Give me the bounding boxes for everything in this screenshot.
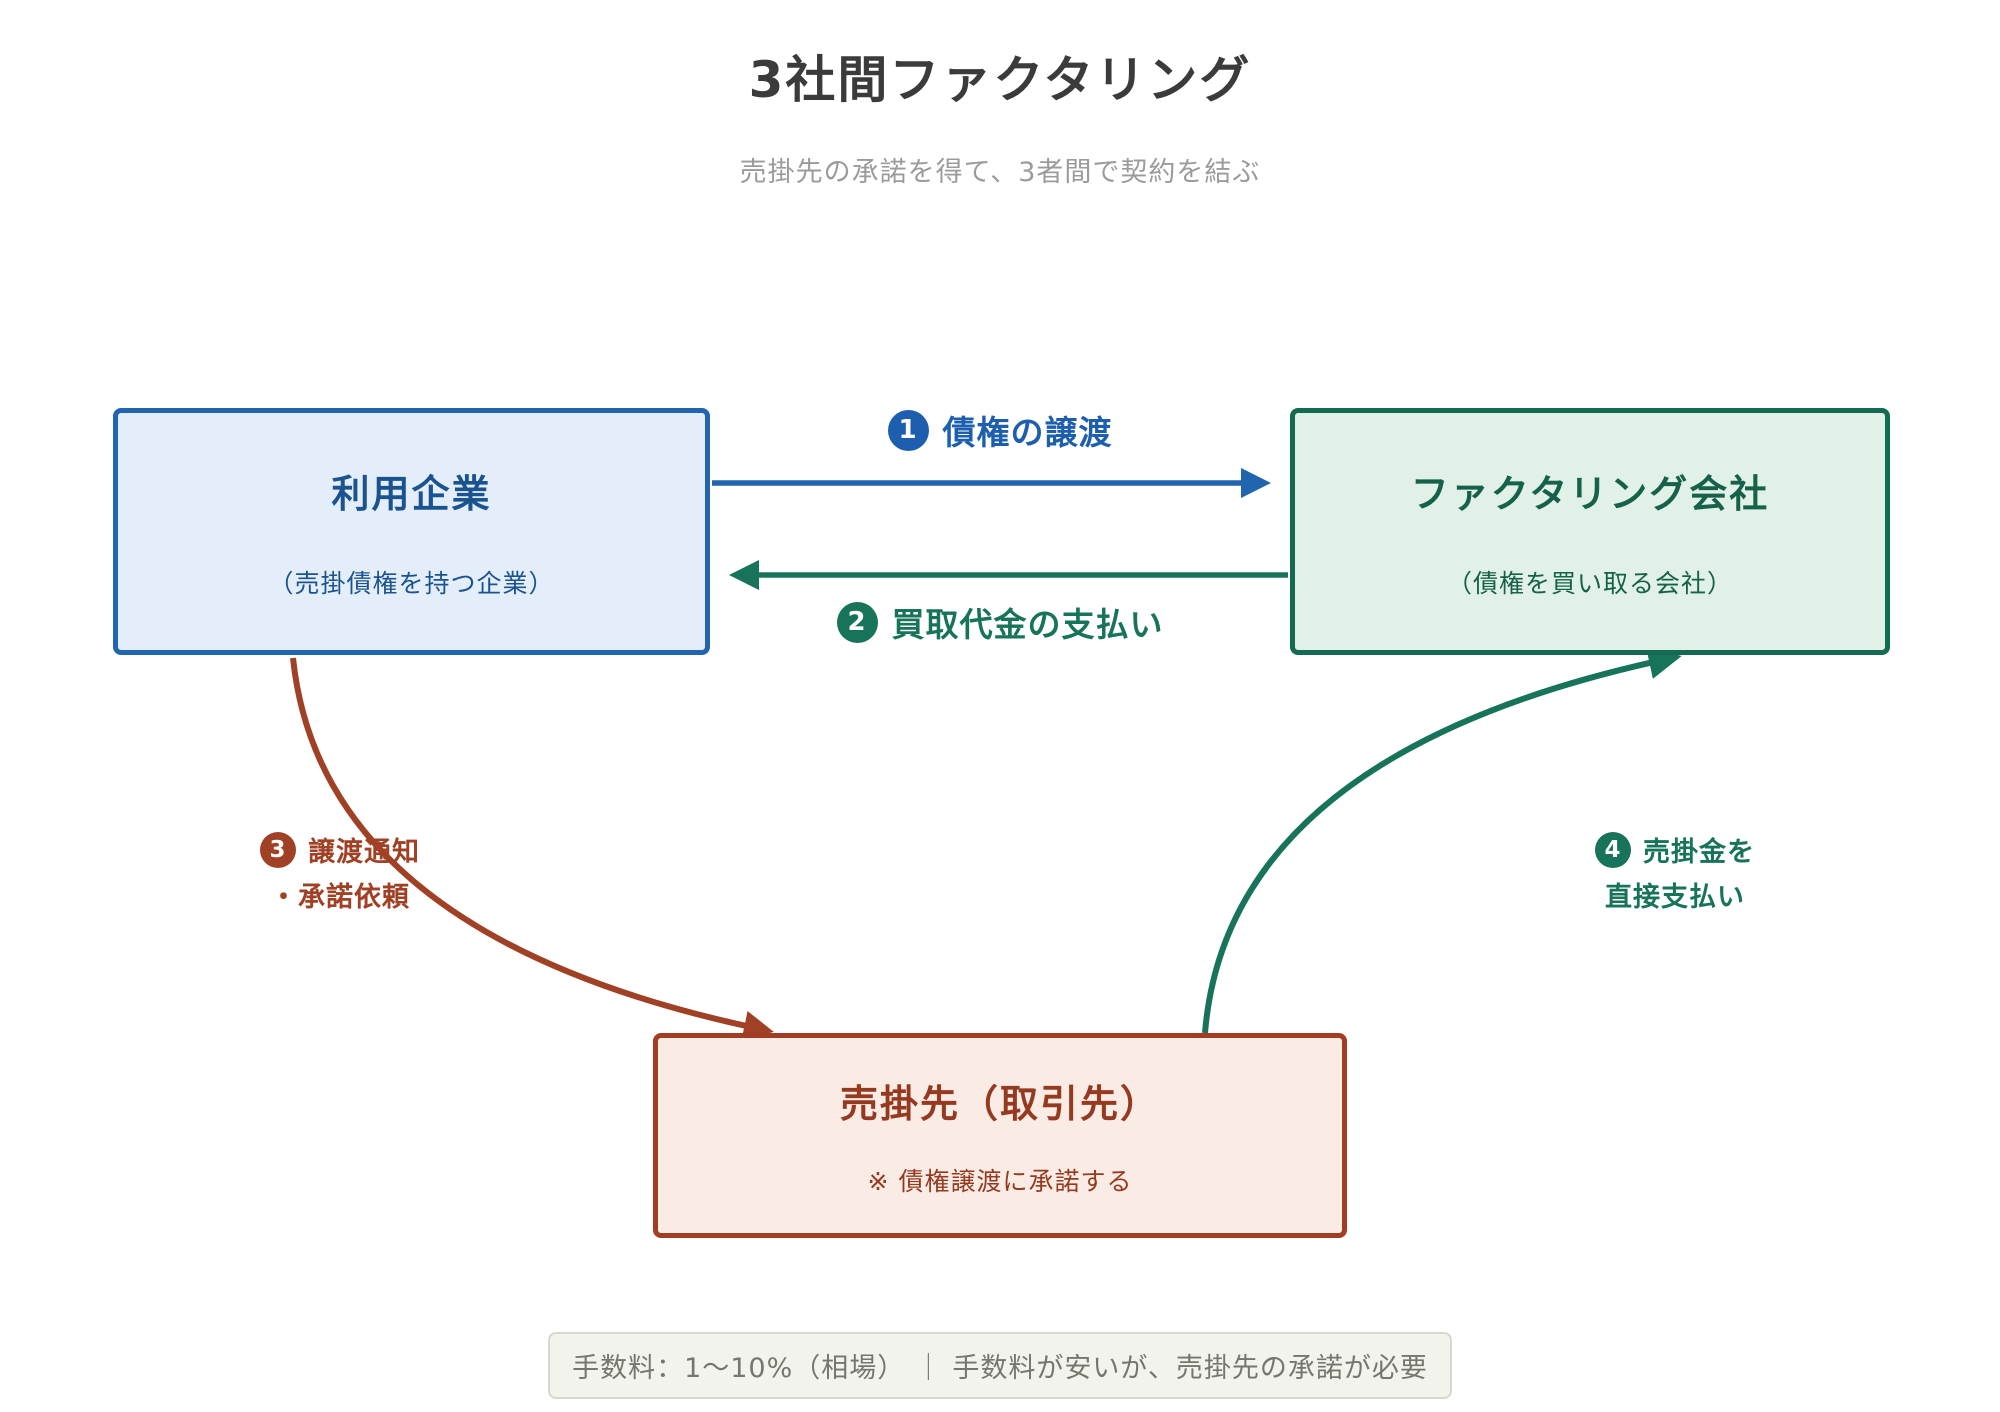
entity-box-factoring-company: ファクタリング会社 （債権を買い取る会社） <box>1290 408 1890 655</box>
flow-label-step2: 2 買取代金の支払い <box>712 598 1288 646</box>
step2-number-badge: 2 <box>836 601 878 643</box>
step3-label-line2: ・承諾依頼 <box>270 882 410 913</box>
page-subtitle: 売掛先の承諾を得て、3者間で契約を結ぶ <box>739 157 1261 188</box>
entity-box-debtor-company: 売掛先（取引先） ※ 債権譲渡に承諾する <box>653 1033 1347 1238</box>
flow-label-step3: 3 譲渡通知 ・承諾依頼 <box>220 830 460 914</box>
step2-label-text: 買取代金の支払い <box>891 605 1164 644</box>
entity-name: 売掛先（取引先） <box>839 1082 1160 1126</box>
page-title: 3社間ファクタリング <box>748 51 1252 109</box>
step4-number-badge: 4 <box>1595 831 1631 868</box>
arrow-step4-direct-payment <box>1202 646 1682 1034</box>
entity-name: ファクタリング会社 <box>1410 472 1770 516</box>
footer-note-wrapper: 手数料：1〜10%（相場） ｜ 手数料が安いが、売掛先の承諾が必要 <box>0 1332 2000 1399</box>
flow-label-step4: 4 売掛金を 直接支払い <box>1555 830 1795 914</box>
step1-number-badge: 1 <box>887 409 929 451</box>
arrow-step3-notice <box>290 657 774 1041</box>
entity-name: 利用企業 <box>331 472 492 516</box>
step4-label-line1: 売掛金を <box>1643 837 1755 868</box>
fee-note: 手数料：1〜10%（相場） ｜ 手数料が安いが、売掛先の承諾が必要 <box>548 1332 1452 1399</box>
step3-number-badge: 3 <box>260 831 296 868</box>
entity-description: ※ 債権譲渡に承諾する <box>867 1167 1133 1196</box>
flow-label-step1: 1 債権の譲渡 <box>712 406 1288 454</box>
entity-description: （債権を買い取る会社） <box>1446 569 1733 598</box>
entity-box-user-company: 利用企業 （売掛債権を持つ企業） <box>113 408 710 655</box>
entity-description: （売掛債権を持つ企業） <box>268 569 555 598</box>
step4-label-line2: 直接支払い <box>1605 882 1745 913</box>
step1-label-text: 債権の譲渡 <box>942 413 1113 452</box>
step3-label-line1: 譲渡通知 <box>308 837 420 868</box>
